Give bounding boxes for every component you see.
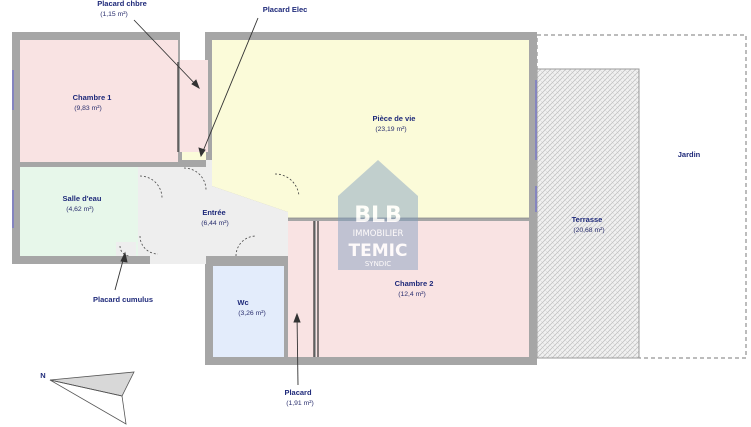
watermark-brand: BLB bbox=[354, 203, 402, 228]
wc-label: Wc bbox=[237, 298, 248, 307]
door-swings bbox=[119, 167, 300, 257]
watermark-line3: TEMIC bbox=[349, 241, 408, 261]
terrasse-area bbox=[536, 68, 640, 359]
placard-cumulus-label: Placard cumulus bbox=[93, 295, 153, 304]
placard-area: (1,91 m²) bbox=[286, 400, 314, 407]
piece-vie-room bbox=[212, 40, 529, 218]
entree-area: (6,44 m²) bbox=[201, 220, 229, 227]
watermark-line2: IMMOBILIER bbox=[353, 229, 404, 239]
placard-label: Placard bbox=[284, 388, 312, 397]
terrasse-area-value: (20,68 m²) bbox=[573, 227, 604, 234]
piece-vie-area: (23,19 m²) bbox=[375, 126, 406, 133]
wc-area: (3,26 m²) bbox=[238, 310, 266, 317]
watermark: BLB IMMOBILIER TEMIC SYNDIC bbox=[338, 160, 418, 270]
piece-vie-label: Pièce de vie bbox=[373, 114, 416, 123]
partitions bbox=[177, 62, 529, 357]
placard-chbre-room bbox=[180, 60, 208, 152]
chambre2-label: Chambre 2 bbox=[395, 279, 434, 288]
chambre2-room bbox=[316, 221, 529, 357]
salle-eau-label: Salle d'eau bbox=[63, 194, 102, 203]
salle-eau-room bbox=[20, 167, 140, 256]
jardin-label: Jardin bbox=[678, 150, 701, 159]
chambre2-area: (12,4 m²) bbox=[398, 291, 426, 298]
callout-leaders bbox=[114, 17, 301, 386]
placard-elec-room bbox=[182, 152, 206, 160]
wc-room bbox=[213, 266, 284, 357]
watermark-line4: SYNDIC bbox=[365, 260, 391, 268]
placard-cumulus-room bbox=[116, 242, 136, 256]
compass-label: N bbox=[40, 371, 45, 380]
placard-room bbox=[288, 221, 314, 357]
compass-icon bbox=[49, 371, 135, 425]
entree-room bbox=[138, 160, 288, 264]
chambre1-room bbox=[20, 40, 178, 162]
chambre1-label: Chambre 1 bbox=[73, 93, 112, 102]
placard-chbre-area: (1,15 m²) bbox=[100, 11, 128, 18]
terrasse-label: Terrasse bbox=[572, 215, 603, 224]
entree-label: Entrée bbox=[202, 208, 225, 217]
chambre1-area: (9,83 m²) bbox=[74, 105, 102, 112]
window-marks bbox=[12, 70, 537, 228]
placard-chbre-label: Placard chbre bbox=[97, 0, 147, 8]
salle-eau-area: (4,62 m²) bbox=[66, 206, 94, 213]
placard-elec-label: Placard Elec bbox=[263, 5, 308, 14]
